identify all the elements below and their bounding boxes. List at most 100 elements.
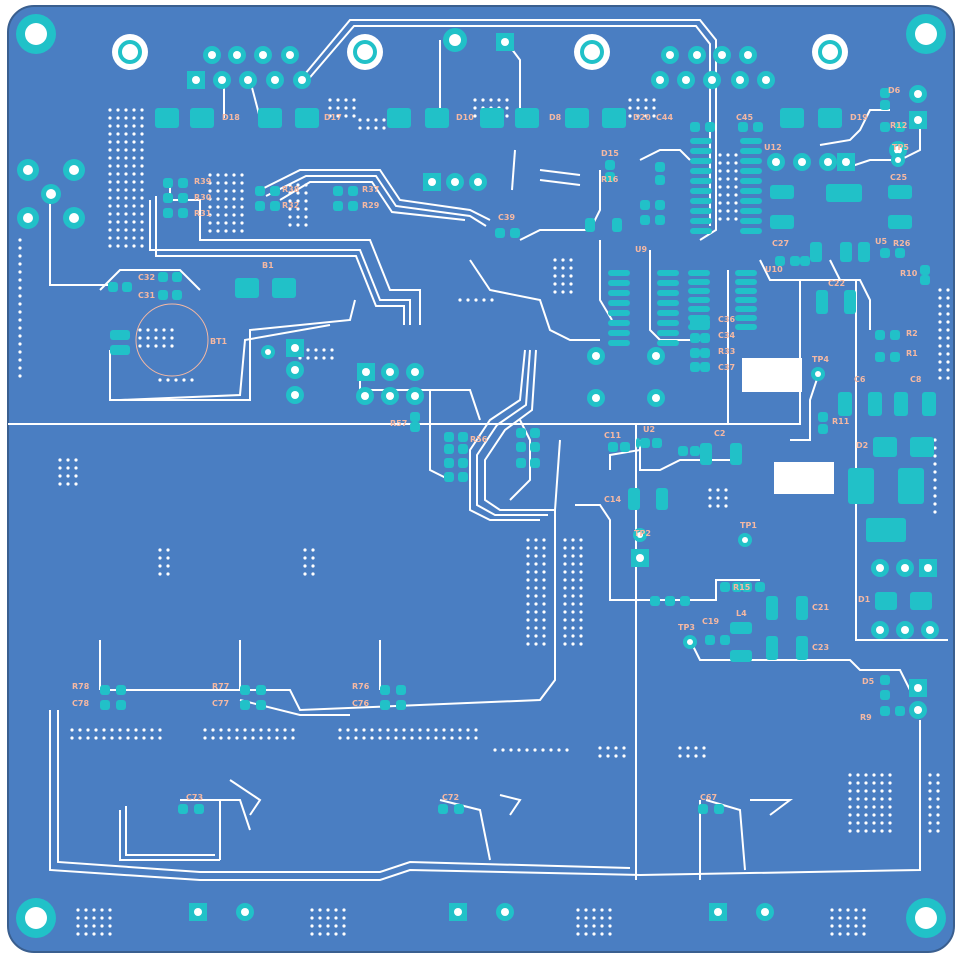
smd-pad xyxy=(700,333,710,343)
via xyxy=(561,274,565,278)
smd-pad xyxy=(735,297,757,303)
battery-outline xyxy=(135,303,209,377)
ref-designator: TP1 xyxy=(740,521,757,530)
via xyxy=(434,736,438,740)
through-hole-drill xyxy=(876,564,884,572)
via xyxy=(830,916,834,920)
smd-pad xyxy=(868,392,882,416)
via xyxy=(864,789,868,793)
via xyxy=(304,199,308,203)
square-pad-drill xyxy=(636,554,644,562)
via xyxy=(100,916,104,920)
via xyxy=(132,204,136,208)
via xyxy=(314,356,318,360)
through-hole-drill xyxy=(637,532,643,538)
via xyxy=(227,728,231,732)
via xyxy=(938,288,942,292)
via xyxy=(108,124,112,128)
via xyxy=(622,754,626,758)
via xyxy=(346,728,350,732)
smd-pad xyxy=(690,362,700,372)
via xyxy=(726,201,730,205)
via xyxy=(216,181,220,185)
via xyxy=(166,556,170,560)
via xyxy=(600,916,604,920)
via xyxy=(576,932,580,936)
via xyxy=(466,728,470,732)
via xyxy=(303,556,307,560)
smd-pad xyxy=(766,596,778,620)
via xyxy=(394,736,398,740)
via xyxy=(224,173,228,177)
via xyxy=(526,570,530,574)
via xyxy=(565,748,569,752)
smd-pad xyxy=(640,215,650,225)
smd-pad xyxy=(155,108,179,128)
smd-pad xyxy=(688,306,710,312)
via xyxy=(66,474,70,478)
via xyxy=(571,546,575,550)
via xyxy=(116,172,120,176)
via xyxy=(283,736,287,740)
via xyxy=(346,736,350,740)
smd-pad xyxy=(608,300,630,306)
through-hole-drill xyxy=(592,352,600,360)
via xyxy=(18,278,22,282)
through-hole-drill xyxy=(914,706,922,714)
via xyxy=(933,494,937,498)
smd-pad xyxy=(650,596,660,606)
via xyxy=(872,789,876,793)
smd-pad xyxy=(740,148,762,154)
via xyxy=(296,207,300,211)
via xyxy=(846,924,850,928)
via xyxy=(232,189,236,193)
smd-pad xyxy=(890,352,900,362)
smd-pad xyxy=(108,282,118,292)
via xyxy=(880,789,884,793)
via xyxy=(888,805,892,809)
via xyxy=(318,932,322,936)
via xyxy=(571,562,575,566)
smd-pad xyxy=(608,320,630,326)
via xyxy=(526,562,530,566)
ref-designator: C78 xyxy=(72,699,89,708)
via xyxy=(534,594,538,598)
via xyxy=(158,736,162,740)
smd-pad xyxy=(458,458,468,468)
via xyxy=(336,98,340,102)
via xyxy=(501,748,505,752)
smd-pad xyxy=(585,218,595,232)
via xyxy=(328,98,332,102)
via xyxy=(224,197,228,201)
via xyxy=(933,462,937,466)
smd-pad xyxy=(880,690,890,700)
ref-designator: C27 xyxy=(772,239,789,248)
via xyxy=(509,748,513,752)
via xyxy=(370,736,374,740)
ref-designator: R30 xyxy=(194,193,212,202)
via xyxy=(933,510,937,514)
via xyxy=(166,548,170,552)
through-hole-drill xyxy=(411,368,419,376)
via xyxy=(326,924,330,928)
via xyxy=(124,140,128,144)
via xyxy=(158,548,162,552)
via xyxy=(310,916,314,920)
via xyxy=(571,594,575,598)
via xyxy=(208,221,212,225)
via xyxy=(267,728,271,732)
smd-pad xyxy=(255,201,265,211)
via xyxy=(132,196,136,200)
smd-pad xyxy=(735,315,757,321)
ref-designator: C72 xyxy=(442,793,459,802)
via xyxy=(505,114,509,118)
via xyxy=(291,736,295,740)
via xyxy=(933,486,937,490)
via xyxy=(211,728,215,732)
via xyxy=(561,290,565,294)
via xyxy=(296,215,300,219)
through-hole-drill xyxy=(824,158,832,166)
via xyxy=(158,728,162,732)
via xyxy=(652,106,656,110)
via xyxy=(366,126,370,130)
